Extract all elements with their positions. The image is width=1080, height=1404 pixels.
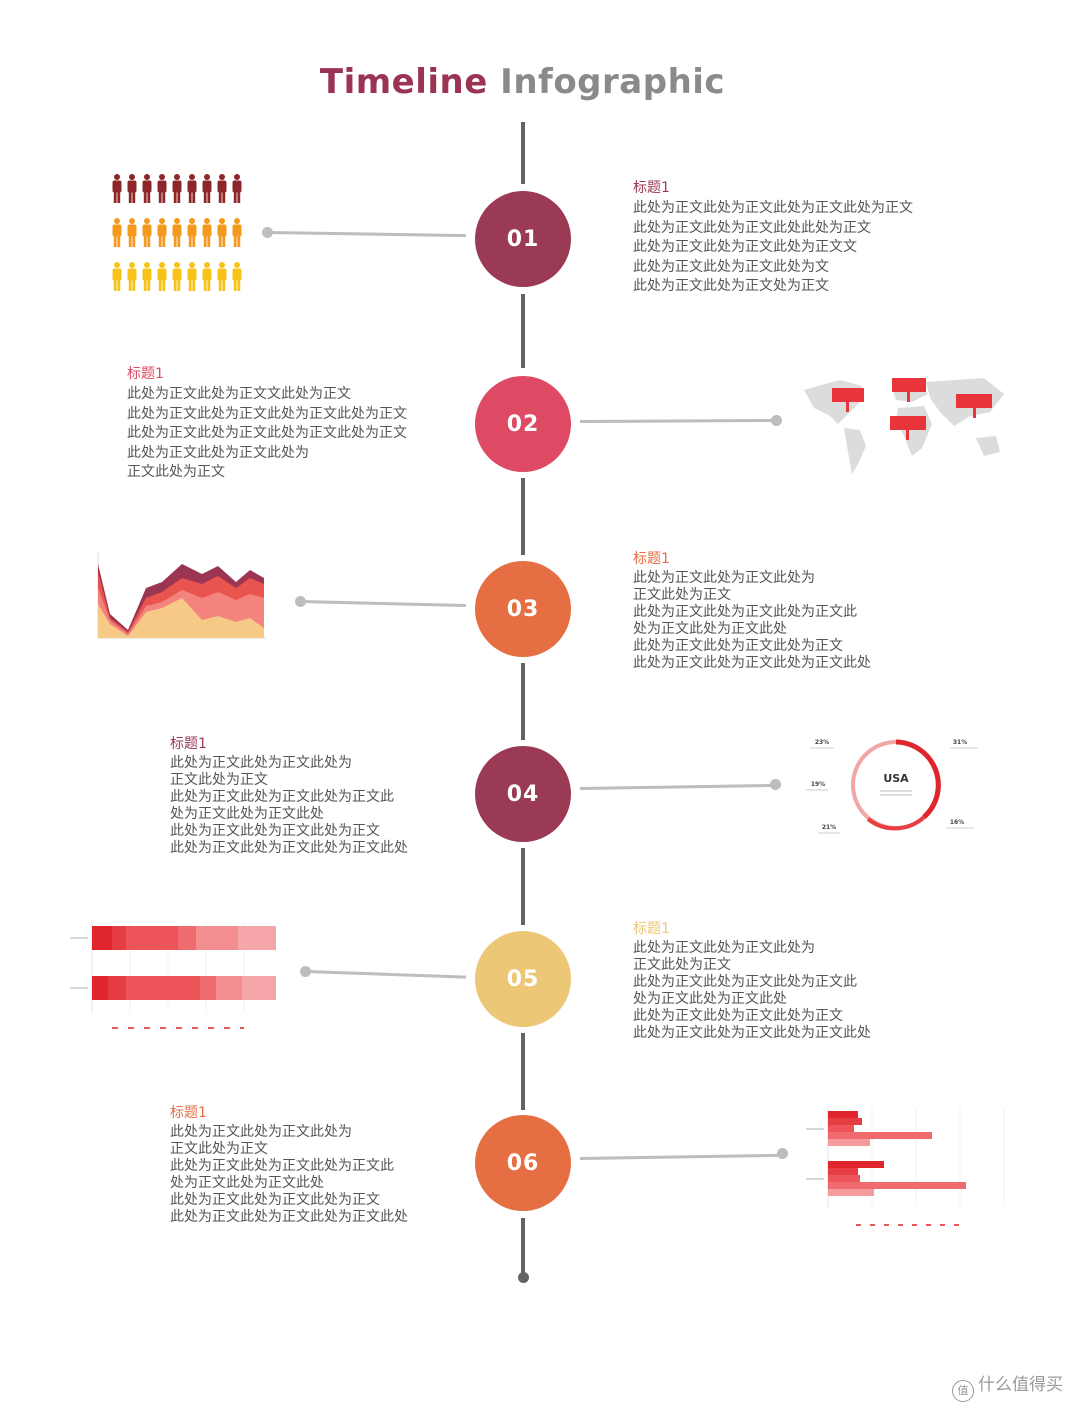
smzdm-logo-icon: 值 [952,1380,974,1402]
step-number: 02 [506,411,540,437]
step-03-circle: 03 [475,561,571,657]
watermark: 值什么值得买 [952,1370,1063,1402]
donut-callout: 16% [950,819,964,826]
step-05-circle: 05 [475,931,571,1027]
timeline-spine-segment [521,848,525,925]
bar-chart-icon [806,1107,1005,1226]
body-line: 此处为正文此处为正文此处为 [170,1124,352,1140]
step-heading: 标题1 [127,366,164,382]
step-number: 03 [506,596,540,622]
body-line: 此处为正文此处为正文此处为正文此处 [633,1025,871,1041]
donut-callout: 31% [953,739,967,746]
connector-dot [771,415,782,426]
body-line: 此处为正文此处为正文此处为正文文 [633,239,857,255]
step-01-text: 标题1 此处为正文此处为正文此处为正文此处为正文 此处为正文此处为正文此处此处为… [633,177,913,297]
step-heading: 标题1 [633,921,670,937]
donut-callout: 19% [811,781,825,788]
step-heading: 标题1 [170,736,207,752]
step-number: 04 [506,781,540,807]
body-line: 此处为正文此处为正文此处为正文 [633,638,843,654]
step-04-circle: 04 [475,746,571,842]
step-01-circle: 01 [475,191,571,287]
body-line: 此处为正文此处为正文此处为正文 [633,1008,843,1024]
body-line: 此处为正文此处为正文此处为正文此 [170,1158,394,1174]
world-map-icon [804,378,1004,474]
body-line: 处为正文此处为正文此处 [633,621,787,637]
connector-dot [770,779,781,790]
donut-callout: 23% [815,739,829,746]
body-line: 处为正文此处为正文此处 [170,806,324,822]
step-heading: 标题1 [633,551,670,567]
connector-line [579,418,778,423]
timeline-spine-segment [521,1033,525,1110]
page-title: Timeline Infographic [0,62,1045,102]
connector-line [300,600,466,608]
connector-dot [295,596,306,607]
step-number: 06 [506,1150,540,1176]
stacked-bar-chart-icon [70,922,276,1029]
body-line: 此处为正文此处为正文此处为正文此处为正文 [127,405,407,422]
body-line: 此处为正文此处为正文此处为正文此处 [170,1209,408,1225]
body-line: 此处为正文此处为正文此处为 [127,444,309,461]
step-02-text: 标题1 此处为正文此处为正文文此处为正文 此处为正文此处为正文此处为正文此处为正… [127,363,407,483]
area-chart-icon [97,552,266,639]
connector-line [579,1153,783,1160]
donut-callout: 21% [822,824,836,831]
body-line: 正文此处为正文 [633,957,731,973]
donut-chart-icon: USA 23% 31% 19% 21% 16% [806,739,978,834]
body-line: 此处为正文此处为正文此处为 [633,940,815,956]
connector-line [305,970,466,979]
connector-line [267,231,466,238]
step-05-text: 标题1 此处为正文此处为正文此处为 正文此处为正文 此处为正文此处为正文此处为正… [633,918,871,1042]
body-line: 此处为正文此处为正文此处为正文 [170,823,380,839]
people-pictogram-icon [112,174,242,291]
step-heading: 标题1 [633,180,670,196]
body-line: 正文此处为正文 [127,464,225,480]
body-line: 正文此处为正文 [633,587,731,603]
timeline-spine-segment [521,122,525,184]
body-line: 此处为正文此处为正文此处为 [633,570,815,586]
step-04-text: 标题1 此处为正文此处为正文此处为 正文此处为正文 此处为正文此处为正文此处为正… [170,733,408,857]
body-line: 此处为正文此处为正文此处为文 [633,258,829,275]
body-line: 此处为正文此处为正文此处为正文此处为正文 [633,200,913,216]
body-line: 此处为正文此处为正文此处为正文此处为正文 [127,425,407,441]
body-line: 此处为正文此处为正文此处此处为正文 [633,219,871,236]
connector-dot [777,1148,788,1159]
connector-line [579,783,777,790]
connector-dot [300,966,311,977]
body-line: 处为正文此处为正文此处 [170,1175,324,1191]
step-number: 01 [506,226,540,252]
donut-center-label: USA [883,772,909,785]
watermark-text: 什么值得买 [978,1375,1063,1395]
body-line: 此处为正文此处为正文处为正文 [633,278,829,294]
step-number: 05 [506,966,540,992]
body-line: 此处为正文此处为正文此处为正文此处 [633,655,871,671]
step-06-circle: 06 [475,1115,571,1211]
connector-dot [262,227,273,238]
body-line: 此处为正文此处为正文文此处为正文 [127,386,351,402]
body-line: 处为正文此处为正文此处 [633,991,787,1007]
body-line: 正文此处为正文 [170,1141,268,1157]
timeline-spine-segment [521,294,525,368]
body-line: 此处为正文此处为正文此处为正文此 [633,974,857,990]
timeline-end-dot [518,1272,529,1283]
timeline-spine-segment [521,1218,525,1276]
timeline-spine-segment [521,663,525,740]
title-part-2: Infographic [500,62,726,102]
body-line: 此处为正文此处为正文此处为 [170,755,352,771]
body-line: 此处为正文此处为正文此处为正文此 [633,604,857,620]
step-02-circle: 02 [475,376,571,472]
body-line: 此处为正文此处为正文此处为正文 [170,1192,380,1208]
step-heading: 标题1 [170,1105,207,1121]
timeline-spine-segment [521,478,525,555]
step-03-text: 标题1 此处为正文此处为正文此处为 正文此处为正文 此处为正文此处为正文此处为正… [633,548,871,672]
body-line: 此处为正文此处为正文此处为正文此 [170,789,394,805]
step-06-text: 标题1 此处为正文此处为正文此处为 正文此处为正文 此处为正文此处为正文此处为正… [170,1102,408,1226]
body-line: 正文此处为正文 [170,772,268,788]
body-line: 此处为正文此处为正文此处为正文此处 [170,840,408,856]
title-part-1: Timeline [319,62,488,102]
